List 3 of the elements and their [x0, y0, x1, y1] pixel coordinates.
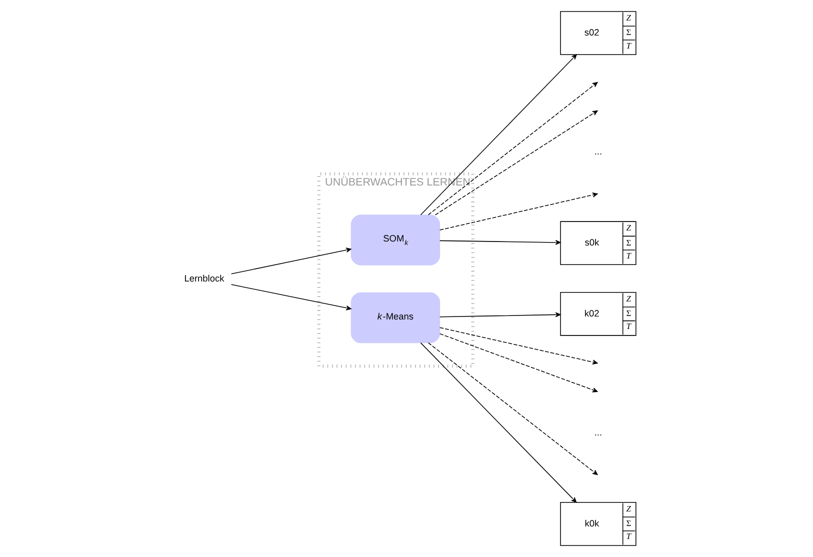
label: ...: [594, 428, 602, 438]
node-text: Lernblock: [184, 274, 224, 284]
label: ...: [594, 146, 602, 157]
